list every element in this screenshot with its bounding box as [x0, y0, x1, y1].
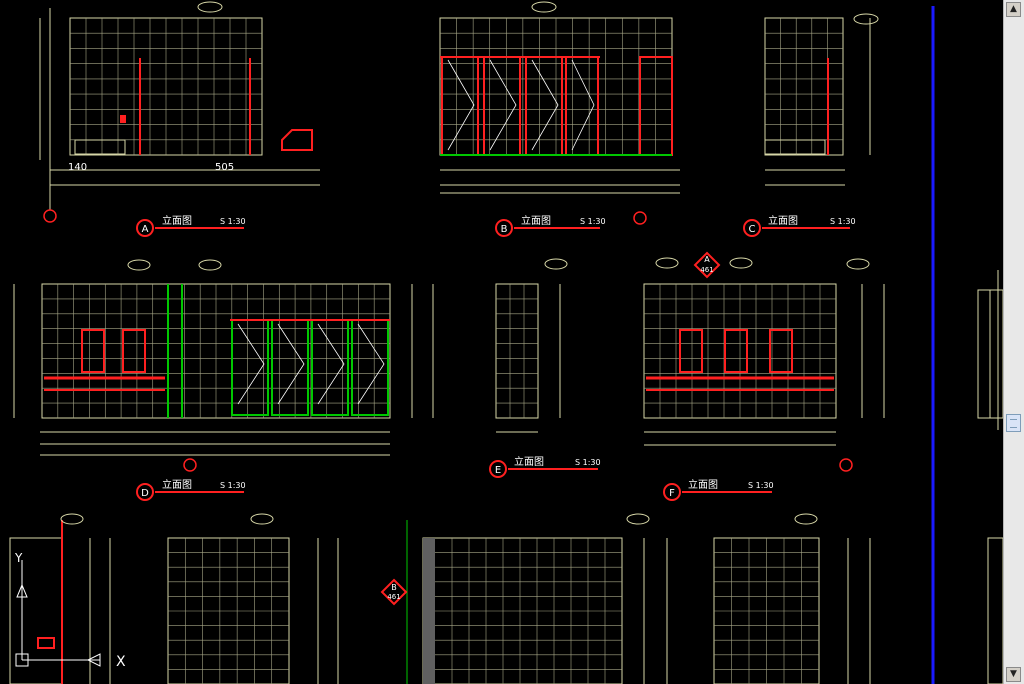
section-marker-number: 461 [700, 266, 713, 274]
scroll-up-arrow-icon[interactable]: ▲ [1006, 2, 1021, 17]
toilet-symbol [281, 129, 313, 151]
valve-symbol [120, 115, 126, 123]
view-marker: F [669, 488, 675, 499]
view-title: 立面图 [521, 214, 551, 227]
elevation-f [643, 257, 885, 472]
view-title-c: C 立面图 S 1:30 [743, 214, 856, 237]
view-marker: D [141, 488, 149, 499]
elevation-b-tiles [440, 18, 672, 155]
elevation-d-tiles [42, 284, 390, 418]
mirror [724, 329, 748, 373]
view-scale: S 1:30 [575, 458, 601, 467]
elevation-a: 140 505 [39, 1, 320, 223]
mirror [769, 329, 793, 373]
mirror [679, 329, 703, 373]
view-title: 立面图 [688, 478, 718, 491]
elevation-bottom-2: B 461 [380, 513, 668, 684]
elevation-b [439, 1, 680, 225]
view-scale: S 1:30 [580, 217, 606, 226]
section-marker-a: A 461 [693, 251, 721, 279]
view-scale: S 1:30 [220, 481, 246, 490]
elevation-a-tiles [70, 18, 262, 155]
stall-panel [483, 56, 521, 156]
elevation-d [13, 259, 434, 472]
view-title-e: E 立面图 S 1:30 [489, 455, 601, 478]
view-title: 立面图 [162, 214, 192, 227]
stall-panel [231, 319, 269, 416]
view-title-d: D 立面图 S 1:30 [136, 478, 246, 501]
elevation-c-frame [764, 17, 844, 156]
elevation-e [495, 258, 568, 433]
view-marker: A [142, 224, 149, 235]
section-marker-letter: A [704, 255, 710, 264]
elevation-bottom-1-tiles [168, 538, 289, 684]
elevation-bottom-3 [713, 513, 1003, 684]
detail-bottom-left [9, 513, 111, 684]
view-title: 立面图 [162, 478, 192, 491]
section-marker-letter: B [391, 583, 397, 592]
ucs-x-label: X [116, 654, 126, 670]
elevation-bottom-2-tiles [435, 538, 622, 684]
view-title-f: F 立面图 S 1:30 [663, 478, 774, 501]
view-marker: B [501, 224, 508, 235]
elevation-c-tiles [765, 18, 843, 155]
elevation-f-tiles [644, 284, 836, 418]
view-marker: E [495, 465, 501, 476]
stall-panel [351, 319, 389, 416]
elevation-e-frame [495, 283, 539, 419]
elevation-c [764, 13, 879, 186]
scroll-thumb[interactable] [1006, 414, 1021, 432]
section-marker-number: 461 [387, 593, 400, 601]
stall-panel [441, 56, 479, 156]
view-title: 立面图 [768, 214, 798, 227]
hatch-area [74, 139, 126, 155]
elevation-bottom-3-tiles [714, 538, 819, 684]
view-title: 立面图 [514, 455, 544, 468]
dim-505: 505 [215, 162, 234, 173]
stall-panel [525, 56, 563, 156]
view-scale: S 1:30 [220, 217, 246, 226]
view-title-b: B 立面图 S 1:30 [495, 214, 606, 237]
ucs-y-label: Y [14, 551, 23, 565]
view-scale: S 1:30 [748, 481, 774, 490]
elevation-e-tiles [496, 284, 538, 418]
view-title-a: A 立面图 S 1:30 [136, 214, 246, 237]
stall-panel [271, 319, 309, 416]
ucs-icon: Y X [14, 551, 126, 670]
drawing-canvas[interactable]: 140 505 [0, 0, 1003, 684]
mirror [81, 329, 105, 373]
vertical-scrollbar[interactable]: ▲ ▼ [1003, 0, 1024, 684]
view-scale: S 1:30 [830, 217, 856, 226]
mirror [122, 329, 146, 373]
dim-140: 140 [68, 162, 87, 173]
elevation-bottom-1 [167, 513, 339, 684]
elevation-partial-right [977, 270, 1003, 430]
stall-panel [639, 56, 673, 156]
view-marker: C [749, 224, 756, 235]
scroll-down-arrow-icon[interactable]: ▼ [1006, 667, 1021, 682]
